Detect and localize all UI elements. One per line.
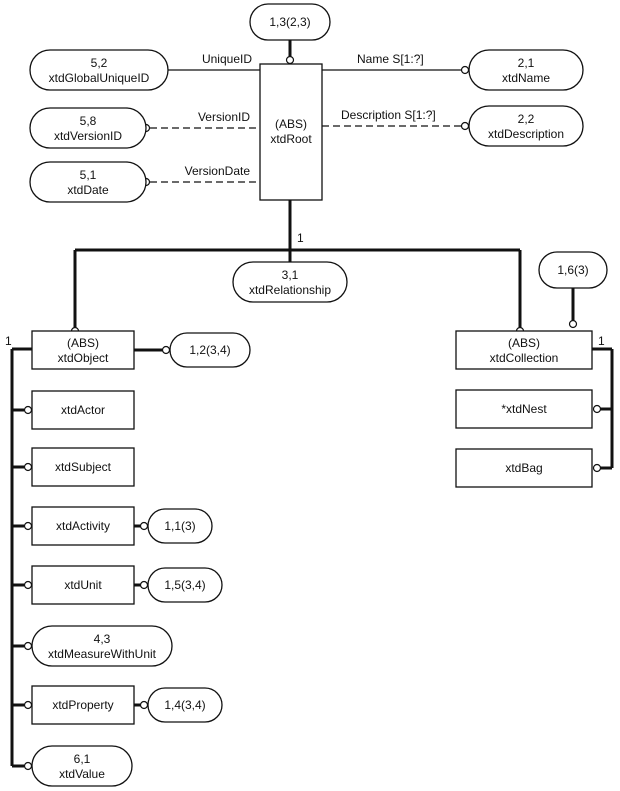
date-type: xtdDate — [67, 183, 109, 197]
root-entity — [259, 63, 323, 201]
property-ref-node — [147, 687, 223, 723]
name-circle — [460, 65, 470, 75]
measure-with-unit-node — [31, 625, 173, 667]
spine-circle-property — [23, 700, 33, 710]
property-ref-circle — [139, 700, 149, 710]
relationship-ref: 3,1 — [282, 268, 299, 282]
value-type: xtdValue — [59, 767, 105, 781]
root-cardinality: 1 — [297, 231, 304, 245]
version-id-ref: 5,8 — [80, 114, 97, 128]
subject-entity — [31, 447, 135, 487]
root-ref-text: 1,3(2,3) — [269, 15, 310, 29]
unit-ref-circle — [139, 580, 149, 590]
property-ref-text: 1,4(3,4) — [164, 698, 205, 712]
bag-entity — [455, 448, 593, 488]
object-ref-node — [169, 332, 251, 368]
bag-label: xtdBag — [505, 461, 542, 475]
activity-label: xtdActivity — [56, 519, 110, 533]
description-type: xtdDescription — [488, 127, 564, 141]
unique-id-label: UniqueID — [202, 52, 252, 66]
collection-entity — [455, 330, 593, 370]
global-unique-id-node — [29, 49, 169, 91]
version-date-label: VersionDate — [185, 164, 251, 178]
version-id-label: VersionID — [198, 110, 250, 124]
measure-with-unit-type: xtdMeasureWithUnit — [48, 647, 157, 661]
global-unique-id-ref: 5,2 — [91, 56, 108, 70]
root-entity-line2: xtdRoot — [270, 132, 312, 146]
value-node — [31, 745, 133, 787]
name-label: Name S[1:?] — [357, 52, 424, 66]
spine-circle-bag — [592, 463, 602, 473]
spine-circle-subject — [23, 462, 33, 472]
collection-entity-line2: xtdCollection — [490, 351, 559, 365]
collection-ref-circle — [568, 319, 578, 329]
name-node — [468, 49, 584, 91]
date-node — [29, 161, 147, 203]
property-entity — [31, 685, 135, 725]
actor-entity — [31, 390, 135, 430]
nest-entity — [455, 389, 593, 429]
collection-ref-text: 1,6(3) — [557, 263, 588, 277]
description-label: Description S[1:?] — [341, 108, 436, 122]
object-ref-circle — [161, 345, 171, 355]
root-entity-line1: (ABS) — [275, 117, 307, 131]
activity-ref-circle — [139, 521, 149, 531]
collection-ref-node — [538, 251, 608, 289]
measure-with-unit-ref: 4,3 — [94, 632, 111, 646]
description-node — [468, 105, 584, 147]
object-ref-text: 1,2(3,4) — [189, 343, 230, 357]
object-entity-line2: xtdObject — [58, 351, 109, 365]
spine-circle-actor — [23, 405, 33, 415]
name-type: xtdName — [502, 71, 550, 85]
property-label: xtdProperty — [52, 698, 113, 712]
version-id-node — [29, 107, 147, 149]
date-ref: 5,1 — [80, 168, 97, 182]
spine-circle-value — [23, 761, 33, 771]
object-cardinality: 1 — [5, 334, 12, 348]
global-unique-id-type: xtdGlobalUniqueID — [49, 71, 150, 85]
subject-label: xtdSubject — [55, 460, 112, 474]
version-id-type: xtdVersionID — [54, 129, 122, 143]
actor-label: xtdActor — [61, 403, 105, 417]
collection-entity-line1: (ABS) — [508, 336, 540, 350]
root-ref-node — [249, 3, 331, 41]
spine-circle-unit — [23, 580, 33, 590]
unit-ref-text: 1,5(3,4) — [164, 578, 205, 592]
name-ref: 2,1 — [518, 56, 535, 70]
spine-circle-nest — [592, 404, 602, 414]
root-ref-circle — [285, 55, 295, 65]
unit-label: xtdUnit — [64, 578, 102, 592]
collection-cardinality: 1 — [598, 334, 605, 348]
unit-ref-node — [147, 567, 223, 603]
nest-label: *xtdNest — [501, 402, 547, 416]
spine-circle-activity — [23, 521, 33, 531]
activity-ref-text: 1,1(3) — [164, 519, 195, 533]
spine-circle-measure — [23, 641, 33, 651]
activity-entity — [31, 506, 135, 546]
relationship-node — [232, 261, 348, 303]
activity-ref-node — [147, 508, 213, 544]
description-ref: 2,2 — [518, 112, 535, 126]
unit-entity — [31, 565, 135, 605]
description-circle — [460, 121, 470, 131]
relationship-type: xtdRelationship — [249, 283, 331, 297]
object-entity — [31, 330, 135, 370]
value-ref: 6,1 — [74, 752, 91, 766]
object-entity-line1: (ABS) — [67, 336, 99, 350]
